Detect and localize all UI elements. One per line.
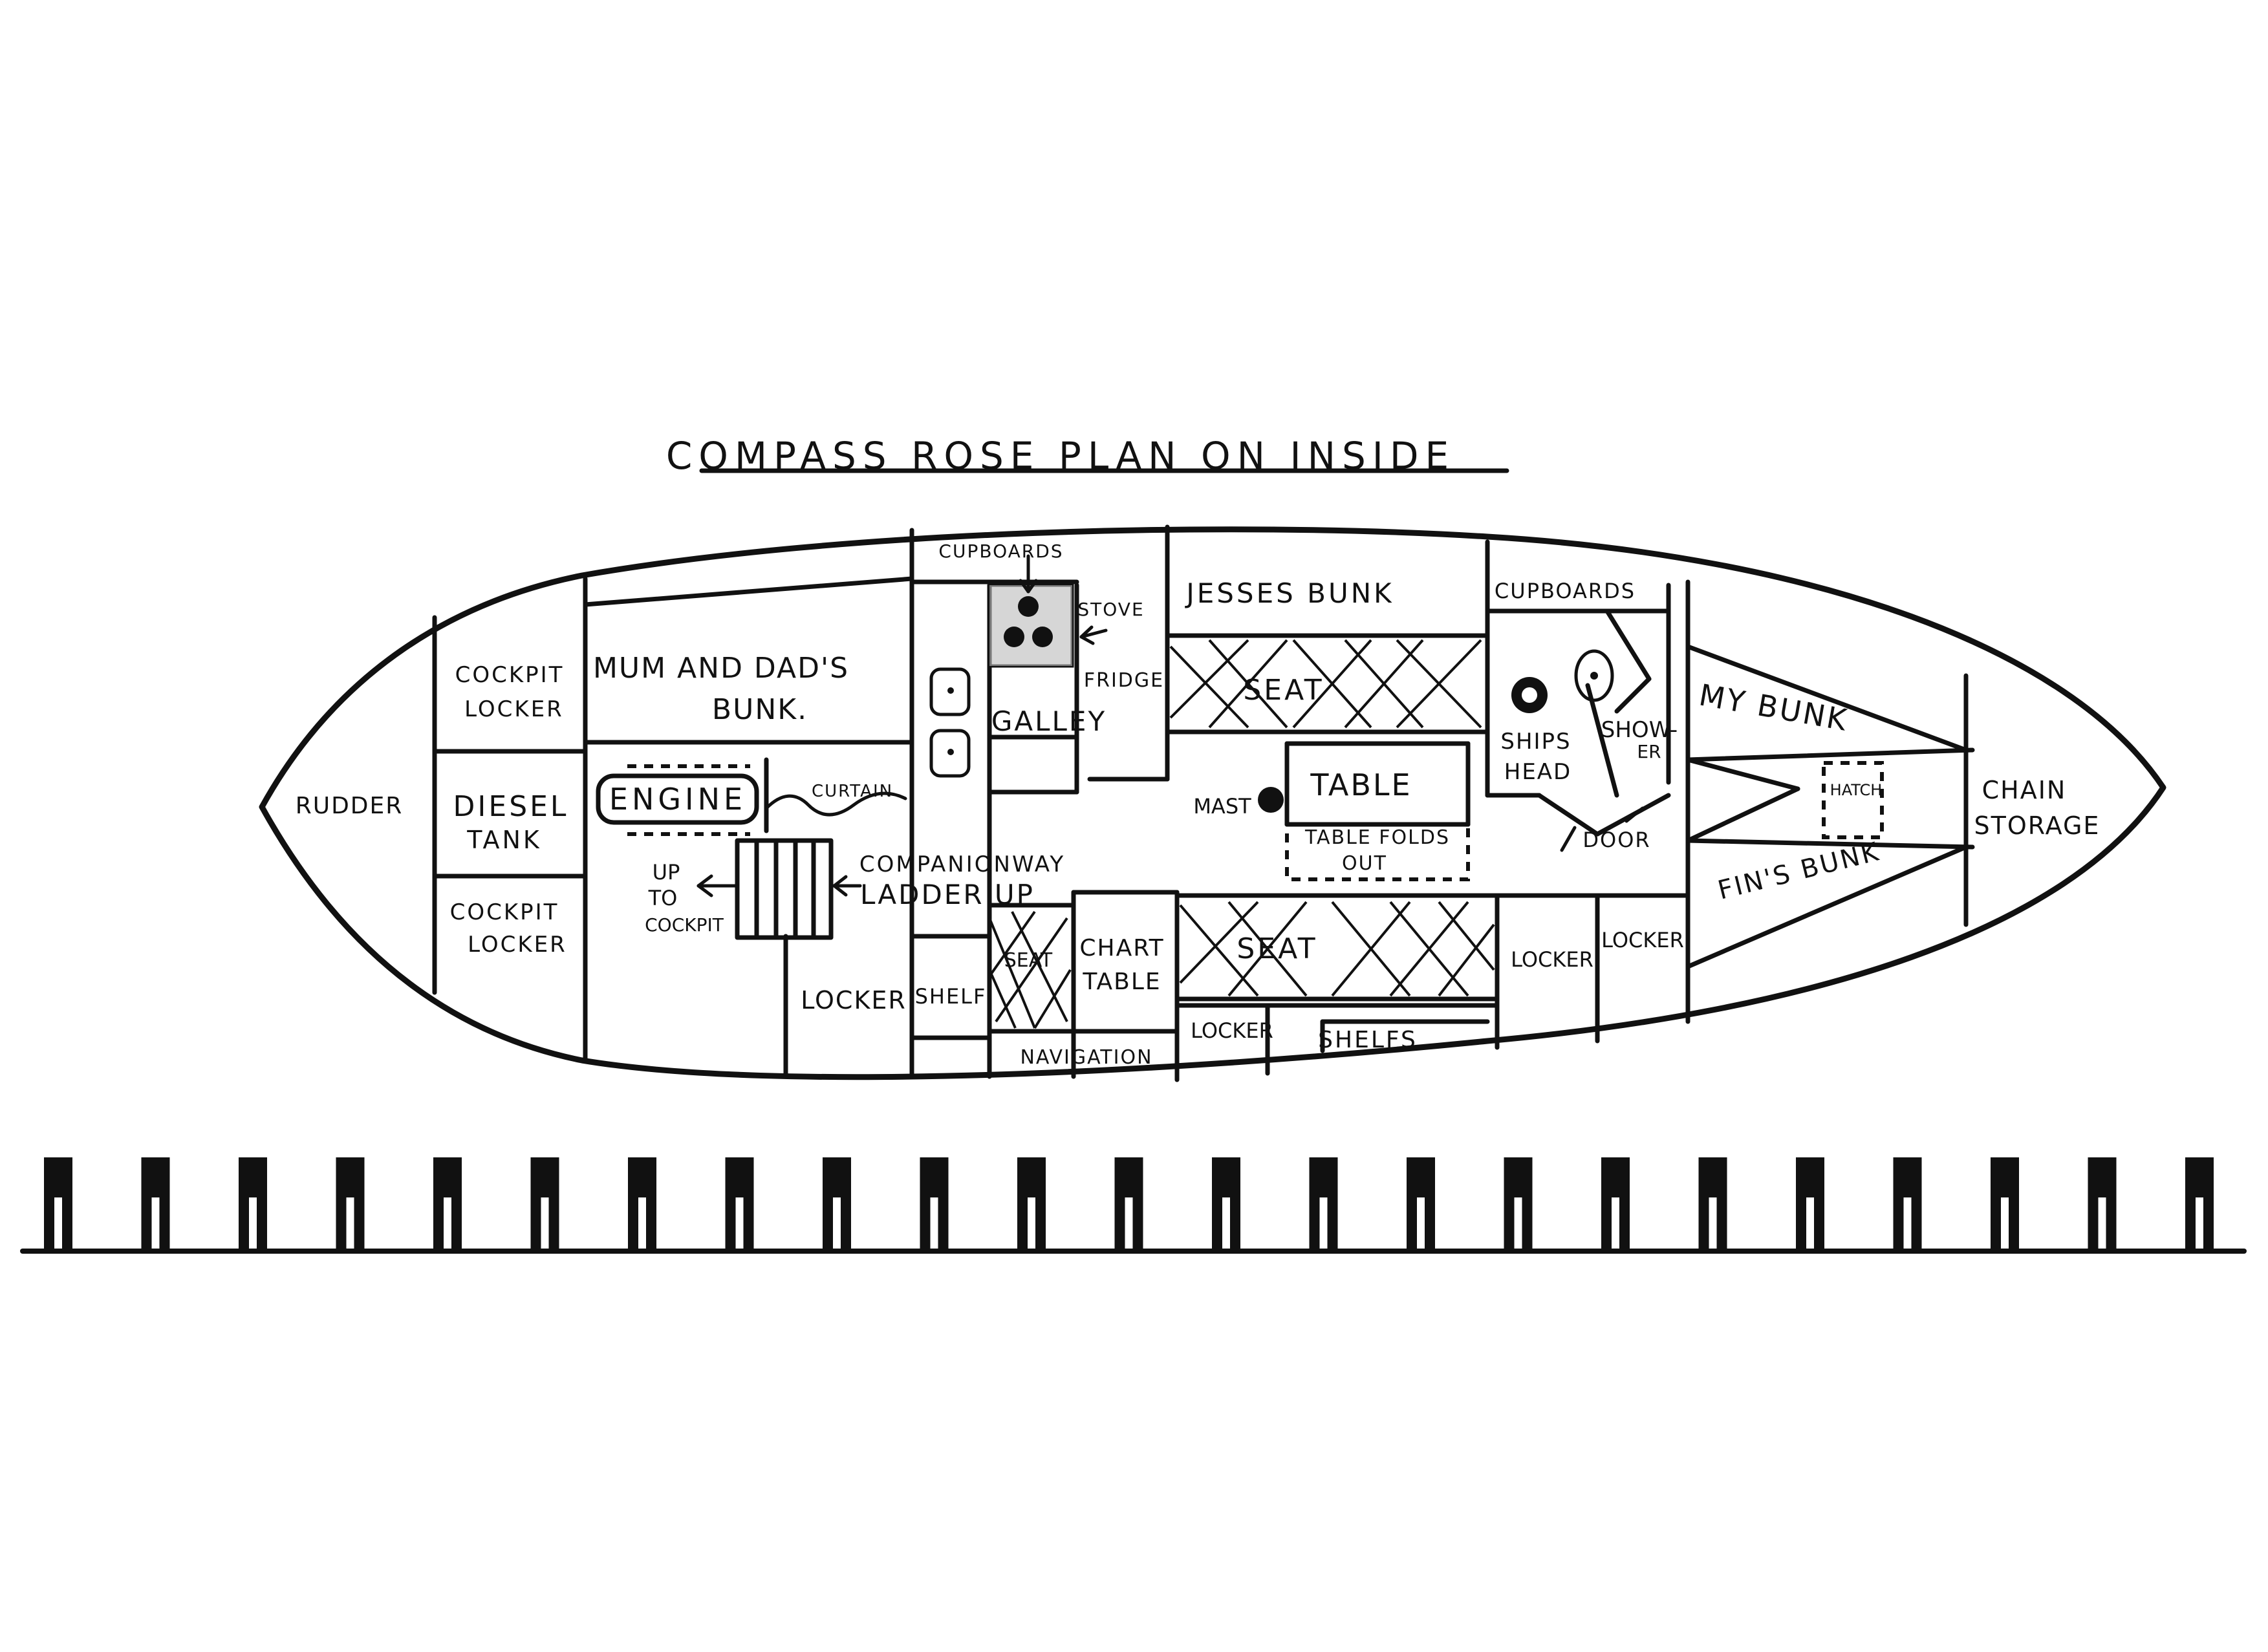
sink-icon — [929, 667, 971, 778]
chart-table-label: CHART — [1079, 935, 1164, 961]
border-figure — [336, 1157, 365, 1251]
forward-hatch — [1822, 761, 1884, 839]
galley-cupboards-label: CUPBOARDS — [938, 541, 1063, 562]
border-figure — [1991, 1157, 2019, 1251]
small-seat-hatch — [988, 910, 1072, 1029]
curtain-label: CURTAIN — [812, 782, 893, 801]
table-label: TABLE — [1310, 767, 1412, 802]
engine-box — [596, 773, 759, 825]
door-label: DOOR — [1582, 828, 1650, 852]
diesel-tank-label: DIESEL — [453, 790, 569, 823]
table-folds-label: TABLE FOLDS — [1304, 826, 1450, 849]
saloon-section — [1165, 539, 1500, 1076]
rudder-label: RUDDER — [296, 793, 404, 819]
navigation-label: NAVIGATION — [1020, 1046, 1152, 1069]
border-figure — [1893, 1157, 1922, 1251]
diesel-tank-label: TANK — [466, 826, 542, 854]
border-decoration — [44, 1157, 2214, 1251]
stove-burners — [989, 585, 1072, 666]
border-figure — [1698, 1157, 1727, 1251]
border-figure — [823, 1157, 851, 1251]
ships-head-label: SHIPS — [1500, 729, 1571, 755]
cockpit-locker-bottom-label: LOCKER — [468, 932, 567, 958]
arrow-down-icon — [1019, 554, 1038, 594]
border-figure — [1407, 1157, 1435, 1251]
border-figure — [725, 1157, 754, 1251]
chain-storage-label: STORAGE — [1974, 811, 2101, 840]
border-figure — [1114, 1157, 1143, 1251]
mast-icon — [1258, 787, 1284, 813]
border-figure — [1309, 1157, 1338, 1251]
fridge-label: FRIDGE — [1084, 669, 1164, 692]
table-folds-label: OUT — [1342, 852, 1387, 875]
mum-dad-bunk-label: BUNK. — [712, 693, 808, 726]
curtain-line — [764, 791, 907, 817]
saloon-seat-top-hatch — [1169, 639, 1482, 729]
border-figure — [239, 1157, 267, 1251]
arrow-left-icon — [832, 875, 862, 897]
up-to-cockpit-label: TO — [648, 886, 678, 910]
border-figure — [628, 1157, 656, 1251]
chain-storage-label: CHAIN — [1982, 776, 2067, 804]
shower-label: SHOW- — [1601, 717, 1678, 743]
chart-table-label: TABLE — [1082, 969, 1161, 995]
lower-locker-label: LOCKER — [1191, 1018, 1273, 1043]
seat-top-label: SEAT — [1243, 674, 1324, 707]
mum-dad-bunk-label: MUM AND DAD'S — [593, 652, 849, 685]
border-figure — [1504, 1157, 1533, 1251]
cockpit-section — [432, 576, 914, 1063]
up-to-cockpit-label: COCKPIT — [645, 914, 724, 936]
ships-head-label: HEAD — [1504, 759, 1572, 785]
border-figure — [1017, 1157, 1046, 1251]
cockpit-locker-bottom-label: COCKPIT — [450, 899, 559, 925]
small-seat-label: SEAT — [1004, 949, 1053, 972]
mid-locker-label: LOCKER — [1511, 947, 1593, 972]
engine-label: ENGINE — [609, 782, 746, 817]
shower-label: ER — [1637, 741, 1661, 762]
mast-label: MAST — [1193, 794, 1251, 819]
border-figure — [1601, 1157, 1630, 1251]
companionway-label: LADDER UP — [860, 879, 1035, 910]
jesses-bunk-label: JESSES BUNK — [1184, 577, 1394, 609]
companionway-label: COMPANIONWAY — [859, 852, 1065, 877]
cockpit-locker-top-label: COCKPIT — [455, 662, 565, 688]
port-lower-section — [783, 890, 1180, 1082]
arrow-left-icon — [1079, 625, 1108, 645]
border-figure — [2185, 1157, 2214, 1251]
up-to-cockpit-label: UP — [653, 860, 680, 885]
companionway-ladder — [735, 838, 834, 940]
shelf-label: SHELF — [915, 984, 987, 1009]
hatch-label: HATCH — [1830, 781, 1883, 799]
border-figure — [1796, 1157, 1824, 1251]
saloon-seat-bottom-hatch — [1179, 901, 1495, 997]
cockpit-locker-top-label: LOCKER — [464, 696, 564, 722]
seat-bottom-label: SEAT — [1237, 932, 1317, 965]
forward-cabin-section — [1685, 579, 1975, 1011]
my-bunk-label: MY BUNK — [1696, 677, 1851, 738]
galley-label: GALLEY — [991, 705, 1107, 737]
shelfs-label: SHELFS — [1318, 1027, 1418, 1053]
border-figure — [141, 1157, 170, 1251]
border-figure — [530, 1157, 559, 1251]
border-figure — [2088, 1157, 2117, 1251]
head-cupboards-label: CUPBOARDS — [1495, 579, 1636, 603]
hull-outline — [259, 526, 2166, 1080]
table-fold-out — [1285, 822, 1470, 881]
arrow-left-icon — [697, 874, 739, 897]
border-figure — [44, 1157, 72, 1251]
right-locker-label: LOCKER — [1601, 928, 1684, 952]
border-figure — [433, 1157, 462, 1251]
border-figure — [920, 1157, 949, 1251]
port-locker-label: LOCKER — [801, 986, 907, 1014]
head-section — [1485, 583, 1671, 852]
border-figure — [1212, 1157, 1240, 1251]
stove-label: STOVE — [1077, 599, 1144, 620]
